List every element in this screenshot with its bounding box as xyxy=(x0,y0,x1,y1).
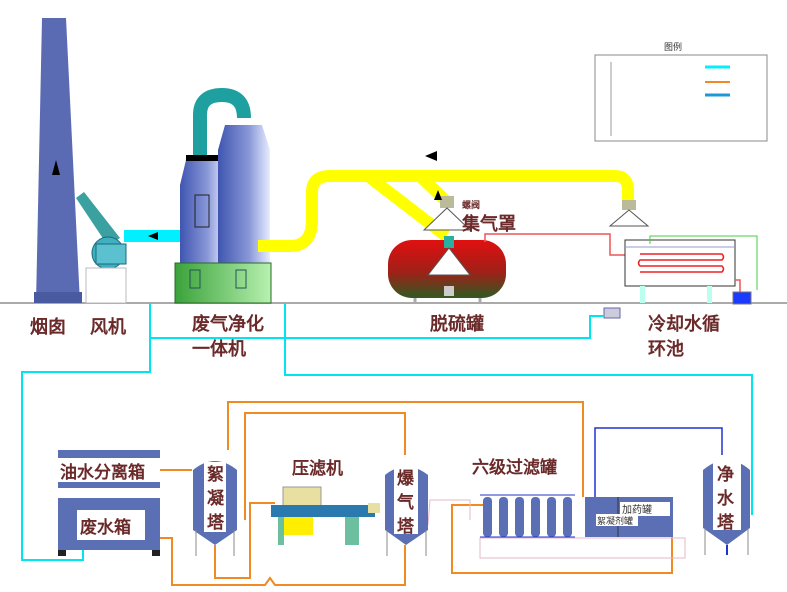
flocculation-tower-char-2: 凝 xyxy=(207,489,225,509)
wastewater-tank-label: 废水箱 xyxy=(80,517,131,538)
clean-water-tower-char-1: 净 xyxy=(717,464,734,485)
legend: 图例 xyxy=(594,41,768,142)
desulfurization-tank xyxy=(388,236,506,303)
dosing-tank-label: 加药罐 xyxy=(622,503,652,516)
gas-hood xyxy=(422,190,650,231)
cooling-pool-label-line1: 冷却水循 xyxy=(648,313,720,335)
gas-hood-label: 集气罩 xyxy=(461,213,516,235)
six-stage-filter-label: 六级过滤罐 xyxy=(472,457,557,478)
oil-water-separator-tank xyxy=(58,450,160,556)
aeration-tower-char-2: 气 xyxy=(396,492,414,513)
clean-water-pipe xyxy=(21,303,753,561)
purifier-label-line1: 废气净化 xyxy=(192,313,264,335)
flocculant-tank-label: 絮凝剂罐 xyxy=(597,515,633,527)
flocculation-tower-char-3: 塔 xyxy=(207,512,225,533)
chimney xyxy=(34,18,82,303)
flocculation-tower xyxy=(193,461,237,556)
oil-water-separator-label: 油水分离箱 xyxy=(60,462,145,483)
blue-pipe xyxy=(594,427,723,497)
butterfly-valve-label: 螺阀 xyxy=(462,199,480,211)
filter-press-label: 压滤机 xyxy=(292,458,343,479)
middle-water-pipe xyxy=(160,401,673,586)
chimney-label: 烟囱 xyxy=(30,316,66,338)
purifier-label-line2: 一体机 xyxy=(192,338,246,360)
cooling-tank xyxy=(603,235,758,319)
filter-press xyxy=(271,486,380,545)
clean-water-tower-char-2: 水 xyxy=(717,488,735,509)
waste-gas-purifier xyxy=(174,87,272,304)
fan-label: 风机 xyxy=(90,317,126,338)
fan xyxy=(76,192,127,304)
clean-water-tower-char-3: 塔 xyxy=(717,512,735,533)
desulfurization-tank-label: 脱硫罐 xyxy=(430,313,484,335)
aeration-tower-char-3: 塔 xyxy=(397,516,415,537)
aeration-tower xyxy=(385,466,428,556)
clean-water-tower xyxy=(703,460,750,555)
legend-title: 图例 xyxy=(664,41,682,53)
pink-pipe xyxy=(427,499,471,526)
six-stage-filter xyxy=(479,494,686,559)
exhaust-pipe xyxy=(258,170,634,252)
cooling-pool-label-line2: 环池 xyxy=(648,338,684,360)
aeration-tower-char-1: 爆 xyxy=(397,469,415,489)
cooling-inlet-pipe xyxy=(484,233,626,256)
flocculation-tower-char-1: 絮 xyxy=(207,464,224,485)
dosing-tanks xyxy=(585,497,673,537)
